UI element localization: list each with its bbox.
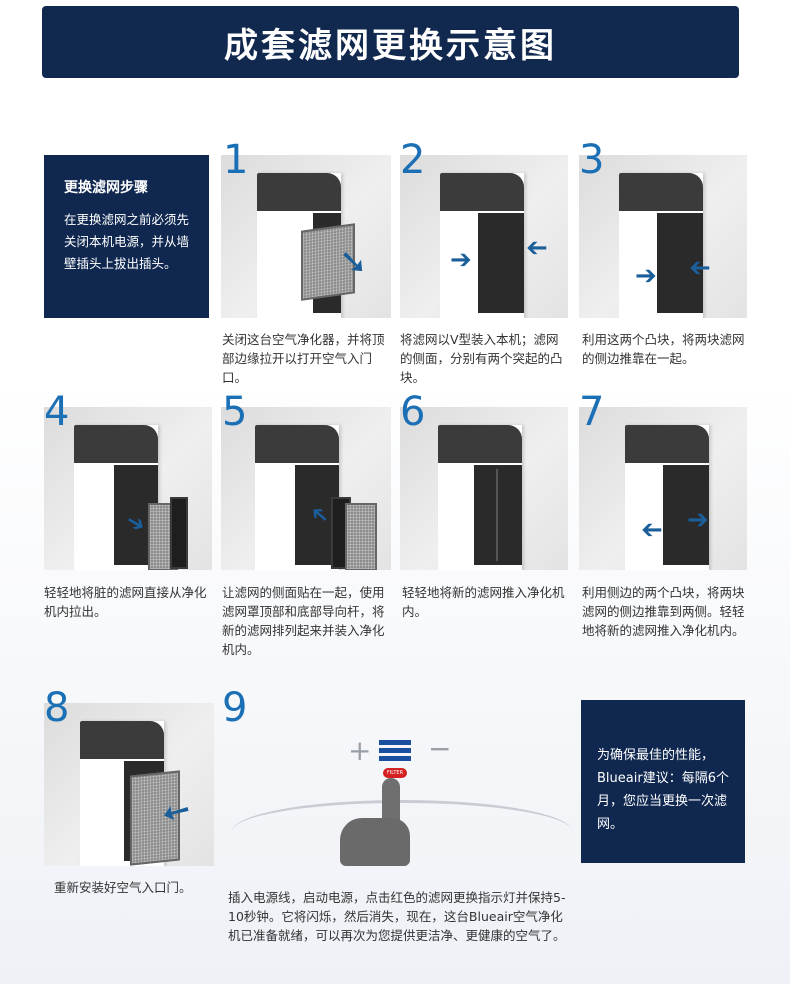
step-4-photo: ➔: [44, 407, 212, 570]
step-8-number: 8: [44, 685, 70, 731]
step-3-photo: ➔ ➔: [579, 155, 747, 318]
step-1-number: 1: [223, 137, 249, 183]
purifier-cavity: [474, 465, 522, 565]
arrow-left-icon: ➔: [641, 515, 663, 545]
step-8-caption: 重新安装好空气入口门。: [54, 880, 192, 895]
filter-frame: [170, 497, 188, 569]
step-4-caption: 轻轻地将脏的滤网直接从净化机内拉出。: [44, 585, 207, 619]
filter-reset-button: FILTER: [383, 768, 407, 778]
purifier-top: [438, 425, 522, 463]
note-box: 为确保最佳的性能，Blueair建议：每隔6个月，您应当更换一次滤网。: [581, 700, 745, 863]
intro-body: 在更换滤网之前必须先关闭本机电源，并从墙壁插头上拔出插头。: [64, 212, 190, 271]
step-1-photo: ➘: [221, 155, 391, 318]
page-title-banner: 成套滤网更换示意图: [42, 6, 739, 78]
arrow-right-icon: ➔: [450, 245, 472, 275]
purifier-top: [625, 425, 709, 463]
arrow-left-icon: ➔: [526, 233, 548, 263]
step-9-caption: 插入电源线，启动电源，点击红色的滤网更换指示灯并保持5-10秒钟。它将闪烁，然后…: [228, 890, 566, 943]
minus-icon: −: [428, 732, 452, 765]
filter-seam: [496, 469, 498, 561]
purifier-cavity: [663, 465, 709, 565]
page-title: 成套滤网更换示意图: [224, 25, 557, 66]
plus-icon: +: [348, 734, 372, 767]
step-8-photo: ➘: [44, 703, 214, 866]
filter-panel: [345, 503, 377, 570]
purifier-cavity: [478, 213, 524, 313]
menu-icon: [379, 740, 411, 762]
step-6-caption: 轻轻地将新的滤网推入净化机内。: [402, 585, 565, 619]
finger-icon: [382, 778, 400, 824]
step-2-number: 2: [400, 137, 426, 183]
hand-icon: [340, 818, 410, 866]
step-6-number: 6: [400, 389, 426, 435]
arrow-right-icon: ➔: [687, 505, 709, 535]
purifier-top: [257, 173, 341, 211]
step-9-number: 9: [222, 685, 248, 731]
step-1-caption: 关闭这台空气净化器，并将顶部边缘拉开以打开空气入门口。: [222, 332, 385, 385]
purifier-top: [255, 425, 339, 463]
step-4-number: 4: [44, 389, 70, 435]
step-2-caption: 将滤网以V型装入本机；滤网的侧面，分别有两个突起的凸块。: [400, 332, 563, 385]
arrow-left-icon: ➔: [689, 253, 711, 283]
intro-box: 更换滤网步骤 在更换滤网之前必须先关闭本机电源，并从墙壁插头上拔出插头。: [44, 155, 209, 318]
curved-arrow-icon: ➘: [339, 242, 368, 282]
note-text: 为确保最佳的性能，Blueair建议：每隔6个月，您应当更换一次滤网。: [597, 748, 729, 832]
step-7-caption: 利用侧边的两个凸块，将两块滤网的侧边推靠到两侧。轻轻地将新的滤网推入净化机内。: [582, 585, 745, 638]
arrow-right-icon: ➔: [635, 261, 657, 291]
step-7-photo: ➔ ➔: [579, 407, 747, 570]
step-5-photo: ➔: [221, 407, 391, 570]
step-9-graphic: + − FILTER: [222, 700, 572, 866]
step-5-number: 5: [222, 389, 248, 435]
step-2-photo: ➔ ➔: [400, 155, 568, 318]
step-6-photo: [400, 407, 568, 570]
purifier-top: [440, 173, 524, 211]
intro-heading: 更换滤网步骤: [64, 180, 148, 196]
purifier-cavity: [657, 213, 703, 313]
power-cord: [232, 800, 572, 863]
step-7-number: 7: [579, 389, 605, 435]
purifier-top: [619, 173, 703, 211]
purifier-top: [74, 425, 158, 463]
purifier-top: [80, 721, 164, 759]
step-3-caption: 利用这两个凸块，将两块滤网的侧边推靠在一起。: [582, 332, 745, 366]
step-3-number: 3: [579, 137, 605, 183]
step-5-caption: 让滤网的侧面贴在一起，使用滤网罩顶部和底部导向杆，将新的滤网排列起来并装入净化机…: [222, 585, 385, 657]
